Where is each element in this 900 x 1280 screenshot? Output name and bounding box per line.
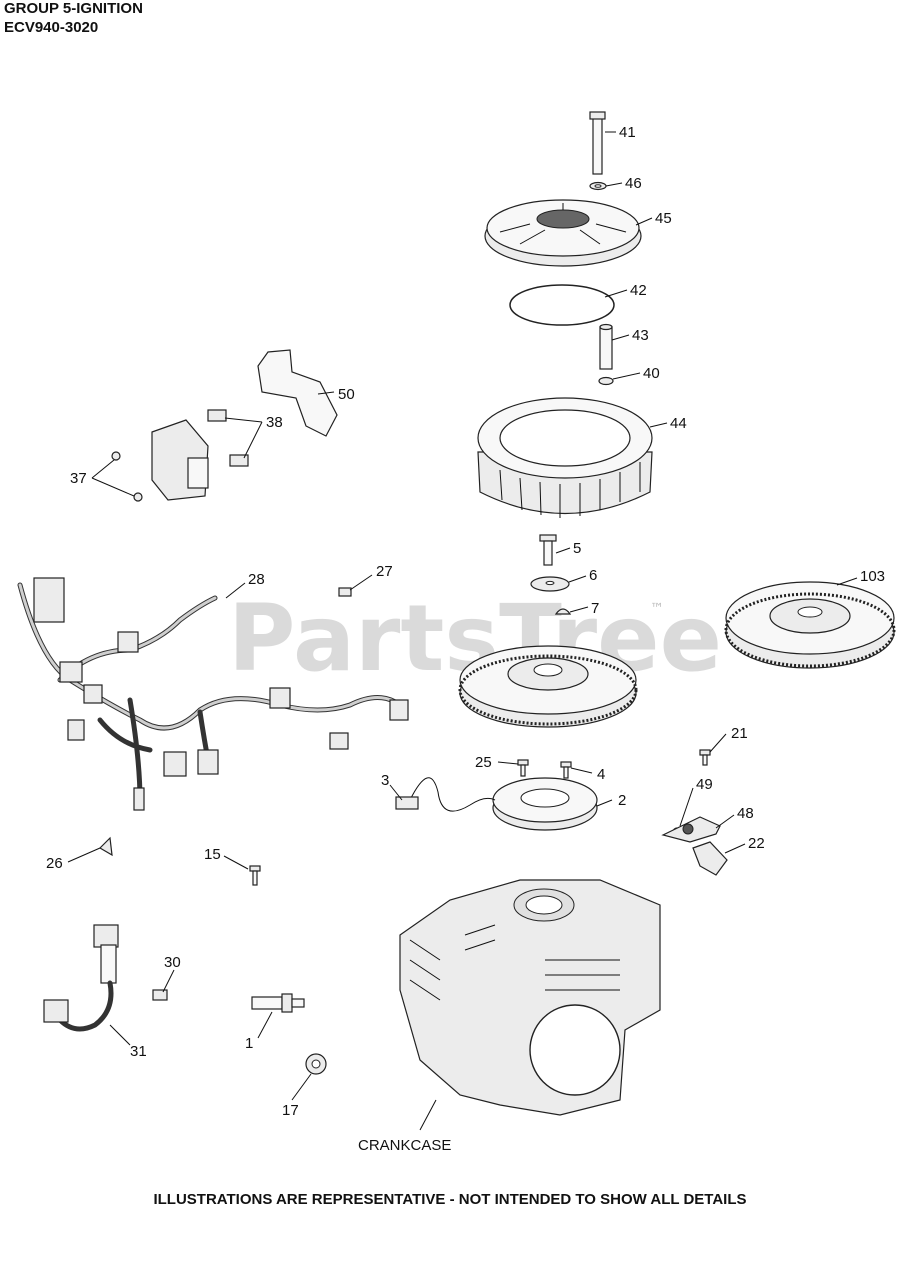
crankcase[interactable] xyxy=(399,879,661,1116)
part-37-nut[interactable] xyxy=(111,451,143,502)
callout-4: 4 xyxy=(597,766,605,783)
part-45-fan-cover[interactable] xyxy=(484,199,642,267)
callout-38: 38 xyxy=(266,414,283,431)
part-21-screw[interactable] xyxy=(699,749,711,766)
part-46-washer[interactable] xyxy=(589,181,607,191)
part-17-cap[interactable] xyxy=(305,1053,327,1075)
part-103-flywheel-ring-gear[interactable] xyxy=(724,581,896,669)
callout-6: 6 xyxy=(589,567,597,584)
callout-26: 26 xyxy=(46,855,63,872)
callout-28: 28 xyxy=(248,571,265,588)
part-7-key[interactable] xyxy=(554,608,572,615)
model-number: ECV940-3020 xyxy=(4,19,99,36)
part-42-gasket[interactable] xyxy=(509,284,615,326)
callout-37: 37 xyxy=(70,470,87,487)
part-27-connector[interactable] xyxy=(338,587,352,597)
callout-3: 3 xyxy=(381,772,389,789)
ignition-module[interactable] xyxy=(151,419,209,501)
disclaimer-text: ILLUSTRATIONS ARE REPRESENTATIVE - NOT I… xyxy=(153,1191,747,1208)
part-5-flywheel-bolt[interactable] xyxy=(539,534,557,566)
callout-5: 5 xyxy=(573,540,581,557)
part-43-spacer[interactable] xyxy=(599,323,613,370)
callout-15: 15 xyxy=(204,846,221,863)
part-28-wiring-harness[interactable] xyxy=(17,577,409,811)
callout-46: 46 xyxy=(625,175,642,192)
callout-27: 27 xyxy=(376,563,393,580)
callout-49: 49 xyxy=(696,776,713,793)
callout-43: 43 xyxy=(632,327,649,344)
part-6-washer[interactable] xyxy=(530,576,570,592)
part-48-sensor-bracket[interactable] xyxy=(661,816,721,843)
callout-21: 21 xyxy=(731,725,748,742)
part-15-screw[interactable] xyxy=(249,865,261,886)
callout-40: 40 xyxy=(643,365,660,382)
callout-30: 30 xyxy=(164,954,181,971)
part-26-clip[interactable] xyxy=(99,836,113,857)
callout-17: 17 xyxy=(282,1102,299,1119)
part-22-sensor[interactable] xyxy=(692,841,728,876)
part-41-bolt[interactable] xyxy=(589,111,606,175)
callout-7: 7 xyxy=(591,600,599,617)
callout-45: 45 xyxy=(655,210,672,227)
callout-1: 1 xyxy=(245,1035,253,1052)
callout-41: 41 xyxy=(619,124,636,141)
callout-48: 48 xyxy=(737,805,754,822)
callout-31: 31 xyxy=(130,1043,147,1060)
callout-103: 103 xyxy=(860,568,885,585)
crankcase-label: CRANKCASE xyxy=(358,1137,451,1154)
group-title: GROUP 5-IGNITION xyxy=(4,0,143,17)
part-44-cooling-fan[interactable] xyxy=(477,397,653,518)
part-4-screw[interactable] xyxy=(560,761,572,779)
callout-42: 42 xyxy=(630,282,647,299)
callout-22: 22 xyxy=(748,835,765,852)
part-38-mounting-stud[interactable] xyxy=(207,409,249,467)
part-30-terminal[interactable] xyxy=(152,989,168,1001)
callout-2: 2 xyxy=(618,792,626,809)
flywheel[interactable] xyxy=(458,645,638,728)
part-31-ignition-coil[interactable] xyxy=(43,924,119,1032)
callout-50: 50 xyxy=(338,386,355,403)
part-1-spark-plug[interactable] xyxy=(251,993,305,1013)
part-40-washer[interactable] xyxy=(598,376,614,386)
callout-25: 25 xyxy=(475,754,492,771)
callout-44: 44 xyxy=(670,415,687,432)
watermark-trademark: ™ xyxy=(650,601,664,617)
part-3-stator-lead[interactable] xyxy=(395,777,496,812)
part-2-stator[interactable] xyxy=(492,777,598,831)
part-50-module-bracket[interactable] xyxy=(257,349,338,437)
part-25-screw[interactable] xyxy=(517,759,529,777)
